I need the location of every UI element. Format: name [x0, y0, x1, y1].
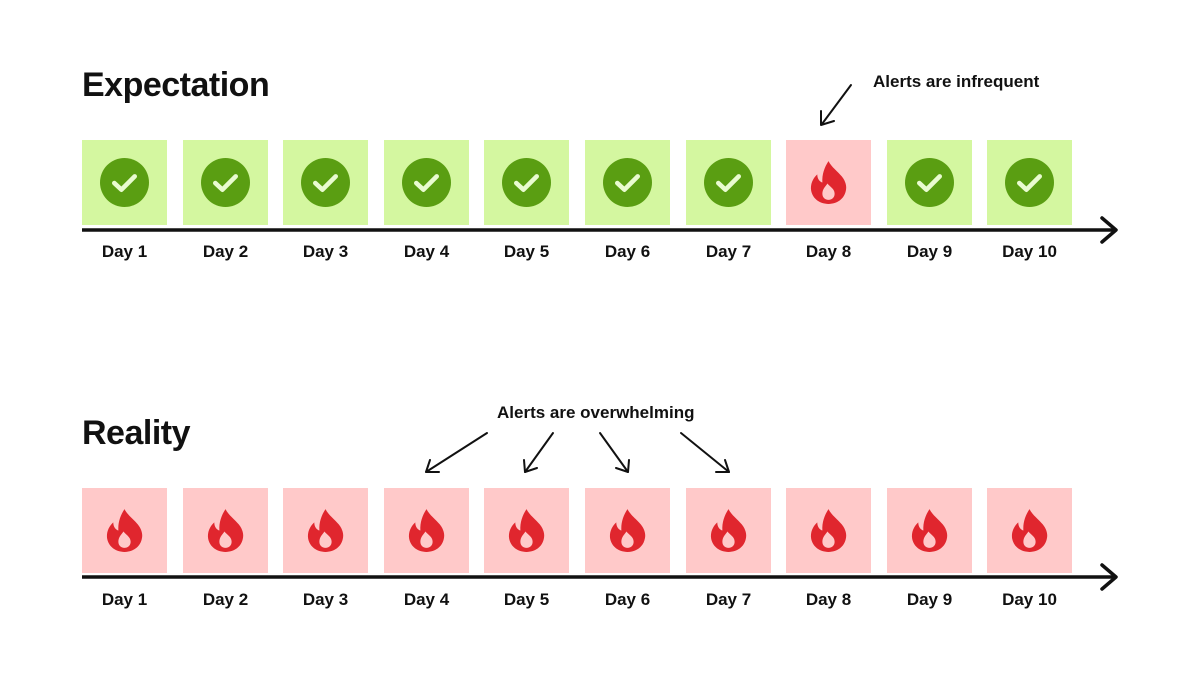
check-circle-icon — [502, 158, 551, 207]
day-label: Day 6 — [604, 242, 651, 261]
annotation-text: Alerts are infrequent — [873, 72, 1040, 91]
fire-icon — [408, 509, 445, 552]
day-3-tile: Day 3 — [283, 140, 368, 261]
day-6-tile: Day 6 — [585, 140, 670, 261]
fire-icon — [911, 509, 948, 552]
section-title: Expectation — [82, 66, 270, 104]
check-circle-icon — [301, 158, 350, 207]
annotation-arrow — [425, 432, 488, 473]
day-2-tile: Day 2 — [183, 488, 268, 609]
day-label: Day 1 — [101, 590, 148, 609]
day-6-tile: Day 6 — [585, 488, 670, 609]
day-4-tile: Day 4 — [384, 488, 469, 609]
check-circle-icon — [402, 158, 451, 207]
alert-tile — [786, 488, 871, 573]
fire-icon — [508, 509, 545, 552]
fire-icon — [710, 509, 747, 552]
alert-tile — [887, 488, 972, 573]
day-label: Day 8 — [805, 242, 852, 261]
fire-icon — [810, 161, 847, 204]
day-1-tile: Day 1 — [82, 488, 167, 609]
ok-tile — [686, 140, 771, 225]
day-10-tile: Day 10 — [987, 488, 1072, 609]
fire-icon — [106, 509, 143, 552]
ok-tile — [484, 140, 569, 225]
fire-icon — [810, 509, 847, 552]
alert-tile — [484, 488, 569, 573]
check-circle-icon — [100, 158, 149, 207]
day-label: Day 5 — [503, 590, 550, 609]
ok-tile — [384, 140, 469, 225]
expectation-section: Expectation Alerts are infrequent Day 1 D… — [0, 0, 1200, 300]
day-3-tile: Day 3 — [283, 488, 368, 609]
day-2-tile: Day 2 — [183, 140, 268, 261]
annotation-arrow — [821, 84, 852, 125]
ok-tile — [585, 140, 670, 225]
alert-tile — [384, 488, 469, 573]
day-10-tile: Day 10 — [987, 140, 1072, 261]
day-label: Day 1 — [101, 242, 148, 261]
day-1-tile: Day 1 — [82, 140, 167, 261]
day-label: Day 3 — [302, 590, 349, 609]
day-4-tile: Day 4 — [384, 140, 469, 261]
fire-icon — [207, 509, 244, 552]
day-label: Day 7 — [705, 590, 752, 609]
day-7-tile: Day 7 — [686, 488, 771, 609]
annotation-arrow-head — [615, 459, 630, 473]
alert-tile — [686, 488, 771, 573]
day-label: Day 10 — [1002, 242, 1057, 261]
annotation-arrow-head — [715, 459, 730, 473]
fire-icon — [1011, 509, 1048, 552]
alert-tile — [786, 140, 871, 225]
alert-tile — [283, 488, 368, 573]
ok-tile — [987, 140, 1072, 225]
day-label: Day 7 — [705, 242, 752, 261]
day-5-tile: Day 5 — [484, 488, 569, 609]
ok-tile — [283, 140, 368, 225]
check-circle-icon — [603, 158, 652, 207]
alert-tile — [183, 488, 268, 573]
annotation-arrow-head — [523, 459, 538, 473]
check-circle-icon — [704, 158, 753, 207]
day-8-tile: Day 8 — [786, 140, 871, 261]
annotation-arrow — [524, 432, 554, 473]
fire-icon — [307, 509, 344, 552]
day-label: Day 2 — [202, 242, 249, 261]
section-title: Reality — [82, 414, 191, 452]
day-7-tile: Day 7 — [686, 140, 771, 261]
day-8-tile: Day 8 — [786, 488, 871, 609]
fire-icon — [609, 509, 646, 552]
day-label: Day 4 — [403, 590, 450, 609]
day-label: Day 8 — [805, 590, 852, 609]
alert-tile — [987, 488, 1072, 573]
day-label: Day 3 — [302, 242, 349, 261]
annotation-arrow — [680, 432, 730, 473]
day-label: Day 9 — [906, 590, 953, 609]
day-label: Day 9 — [906, 242, 953, 261]
day-label: Day 5 — [503, 242, 550, 261]
day-9-tile: Day 9 — [887, 140, 972, 261]
day-5-tile: Day 5 — [484, 140, 569, 261]
day-label: Day 2 — [202, 590, 249, 609]
annotation-arrow-head — [820, 110, 835, 126]
alert-tile — [585, 488, 670, 573]
annotation-arrow-head — [425, 459, 440, 473]
check-circle-icon — [1005, 158, 1054, 207]
check-circle-icon — [905, 158, 954, 207]
ok-tile — [82, 140, 167, 225]
day-label: Day 10 — [1002, 590, 1057, 609]
ok-tile — [183, 140, 268, 225]
day-label: Day 6 — [604, 590, 651, 609]
ok-tile — [887, 140, 972, 225]
day-9-tile: Day 9 — [887, 488, 972, 609]
check-circle-icon — [201, 158, 250, 207]
day-label: Day 4 — [403, 242, 450, 261]
alert-tile — [82, 488, 167, 573]
annotation-arrow — [599, 432, 629, 473]
reality-section: Reality Alerts are overwhelming Day 1 Day… — [0, 348, 1200, 648]
annotation-text: Alerts are overwhelming — [497, 403, 695, 422]
